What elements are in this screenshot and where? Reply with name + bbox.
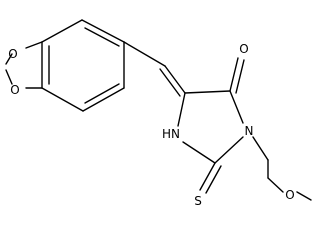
- atom-label-oxygen: O: [285, 188, 294, 202]
- bond: [159, 68, 181, 97]
- bond: [205, 165, 222, 194]
- molecule-canvas: O O O HN N S O: [5, 19, 312, 208]
- carbonyl-group: [229, 57, 245, 94]
- benzene-ring: [41, 19, 125, 112]
- bond: [296, 191, 312, 201]
- imidazolidine-ring: [177, 90, 244, 164]
- bond: [25, 41, 43, 49]
- bond: [267, 177, 284, 193]
- bond: [252, 136, 269, 161]
- bond: [5, 69, 13, 85]
- bond: [214, 136, 244, 164]
- atom-label-oxygen: O: [8, 47, 17, 61]
- bond: [229, 90, 244, 124]
- bond: [5, 53, 13, 65]
- atom-label-nh: HN: [162, 127, 180, 141]
- methoxyethyl-chain: [252, 136, 312, 201]
- bond: [182, 141, 216, 164]
- bond: [84, 83, 120, 104]
- bond: [84, 27, 120, 47]
- bond: [177, 92, 186, 127]
- bond: [184, 90, 231, 94]
- chemical-structure: O O O HN N S O: [5, 19, 312, 208]
- atom-label-nitrogen: N: [245, 124, 254, 138]
- methylidene-linker: [123, 41, 186, 97]
- bond: [41, 87, 84, 112]
- bond: [123, 41, 166, 67]
- bond: [41, 19, 83, 43]
- bond: [199, 162, 216, 191]
- bond: [229, 57, 239, 92]
- bond: [81, 19, 125, 43]
- atom-label-oxygen: O: [239, 42, 248, 56]
- atom-label-sulfur: S: [194, 194, 202, 208]
- dioxole-ring: [5, 41, 43, 89]
- bond: [235, 59, 245, 94]
- bond: [82, 87, 125, 112]
- atom-label-oxygen: O: [10, 83, 19, 97]
- thione-group: [199, 162, 222, 194]
- bond: [164, 65, 186, 94]
